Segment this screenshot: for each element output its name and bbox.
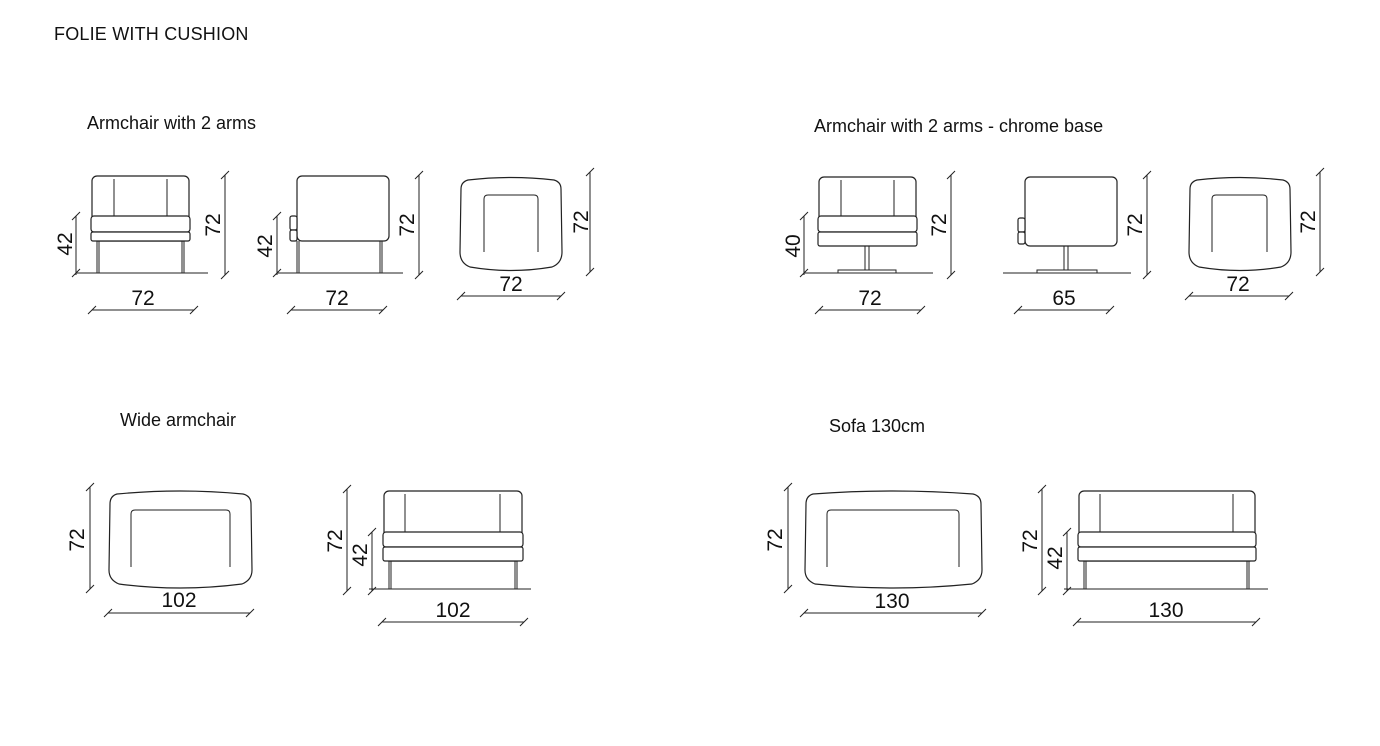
dim-label-height: 72 <box>396 213 419 236</box>
swivel-stem <box>864 246 870 270</box>
dim-label-seat-height: 40 <box>782 234 805 257</box>
arm-inner-lines <box>404 494 501 532</box>
top-outline <box>108 490 253 589</box>
seat-base <box>817 231 918 247</box>
section-title-armchair: Armchair with 2 arms <box>87 113 257 133</box>
dim-label-seat-height: 42 <box>54 232 77 255</box>
dim-label-depth: 72 <box>764 528 787 551</box>
dim-label-width: 72 <box>131 287 154 310</box>
dim-label-width: 130 <box>1148 599 1183 622</box>
top-seat-outline <box>483 194 539 252</box>
sofa-front-view <box>1037 484 1268 627</box>
dim-label-width: 72 <box>858 287 881 310</box>
seat-cushion <box>1077 531 1257 548</box>
swivel-stem <box>1063 246 1069 270</box>
top-outline <box>1188 176 1292 272</box>
armchair-front-view <box>71 170 230 315</box>
side-body-outline <box>1024 176 1118 247</box>
seat-cushion <box>382 531 524 548</box>
sofa-top-view <box>783 482 987 618</box>
dim-label-seat-height: 42 <box>254 234 277 257</box>
dim-label-depth: 72 <box>325 287 348 310</box>
chair-legs <box>388 561 518 589</box>
dim-label-height: 72 <box>928 213 951 236</box>
side-cushion-edge <box>289 215 298 231</box>
side-cushion-edge <box>1017 217 1026 233</box>
chrome-front-view <box>799 170 956 315</box>
dim-label-seat-height: 42 <box>349 543 372 566</box>
top-seat-outline <box>130 509 231 567</box>
dim-label-seat-height: 42 <box>1044 546 1067 569</box>
seat-base <box>382 546 524 562</box>
section-title-sofa: Sofa 130cm <box>829 416 926 436</box>
section-title-armchair-chrome-base: Armchair with 2 arms - chrome base <box>814 116 1104 136</box>
chrome-side-view <box>1003 170 1152 315</box>
arm-inner-lines <box>113 179 168 216</box>
dim-label-depth: 72 <box>66 528 89 551</box>
dim-label-width: 130 <box>874 590 909 613</box>
dim-label-width: 102 <box>435 599 470 622</box>
dim-label-depth: 72 <box>1297 210 1320 233</box>
wide-front-view <box>342 484 531 627</box>
armchair-side-view <box>272 170 424 315</box>
side-body-outline <box>296 175 390 242</box>
arm-inner-lines <box>1099 494 1234 532</box>
wide-top-view <box>85 482 255 618</box>
seat-base <box>90 231 191 242</box>
arm-inner-lines <box>840 180 895 216</box>
section-title-wide-armchair: Wide armchair <box>120 410 237 430</box>
dim-label-depth: 65 <box>1052 287 1075 310</box>
seat-cushion <box>90 215 191 233</box>
chrome-top-view <box>1184 167 1325 301</box>
top-outline <box>804 490 983 589</box>
dim-label-height: 72 <box>1124 213 1147 236</box>
dim-label-depth: 72 <box>570 210 593 233</box>
dim-label-width: 72 <box>1226 273 1249 296</box>
seat-base <box>1077 546 1257 562</box>
top-seat-outline <box>826 509 960 567</box>
chair-legs <box>96 241 185 273</box>
top-seat-outline <box>1211 194 1268 252</box>
dim-label-height: 72 <box>324 529 347 552</box>
page-title: FOLIE WITH CUSHION <box>54 24 249 44</box>
dim-label-height: 72 <box>1019 529 1042 552</box>
sofa-legs <box>1083 561 1250 589</box>
dim-label-height: 72 <box>202 213 225 236</box>
dim-label-width: 102 <box>161 589 196 612</box>
armchair-top-view <box>456 167 595 301</box>
dim-label-width: 72 <box>499 273 522 296</box>
top-outline <box>459 176 563 272</box>
chair-legs <box>296 241 383 273</box>
seat-cushion <box>817 215 918 233</box>
